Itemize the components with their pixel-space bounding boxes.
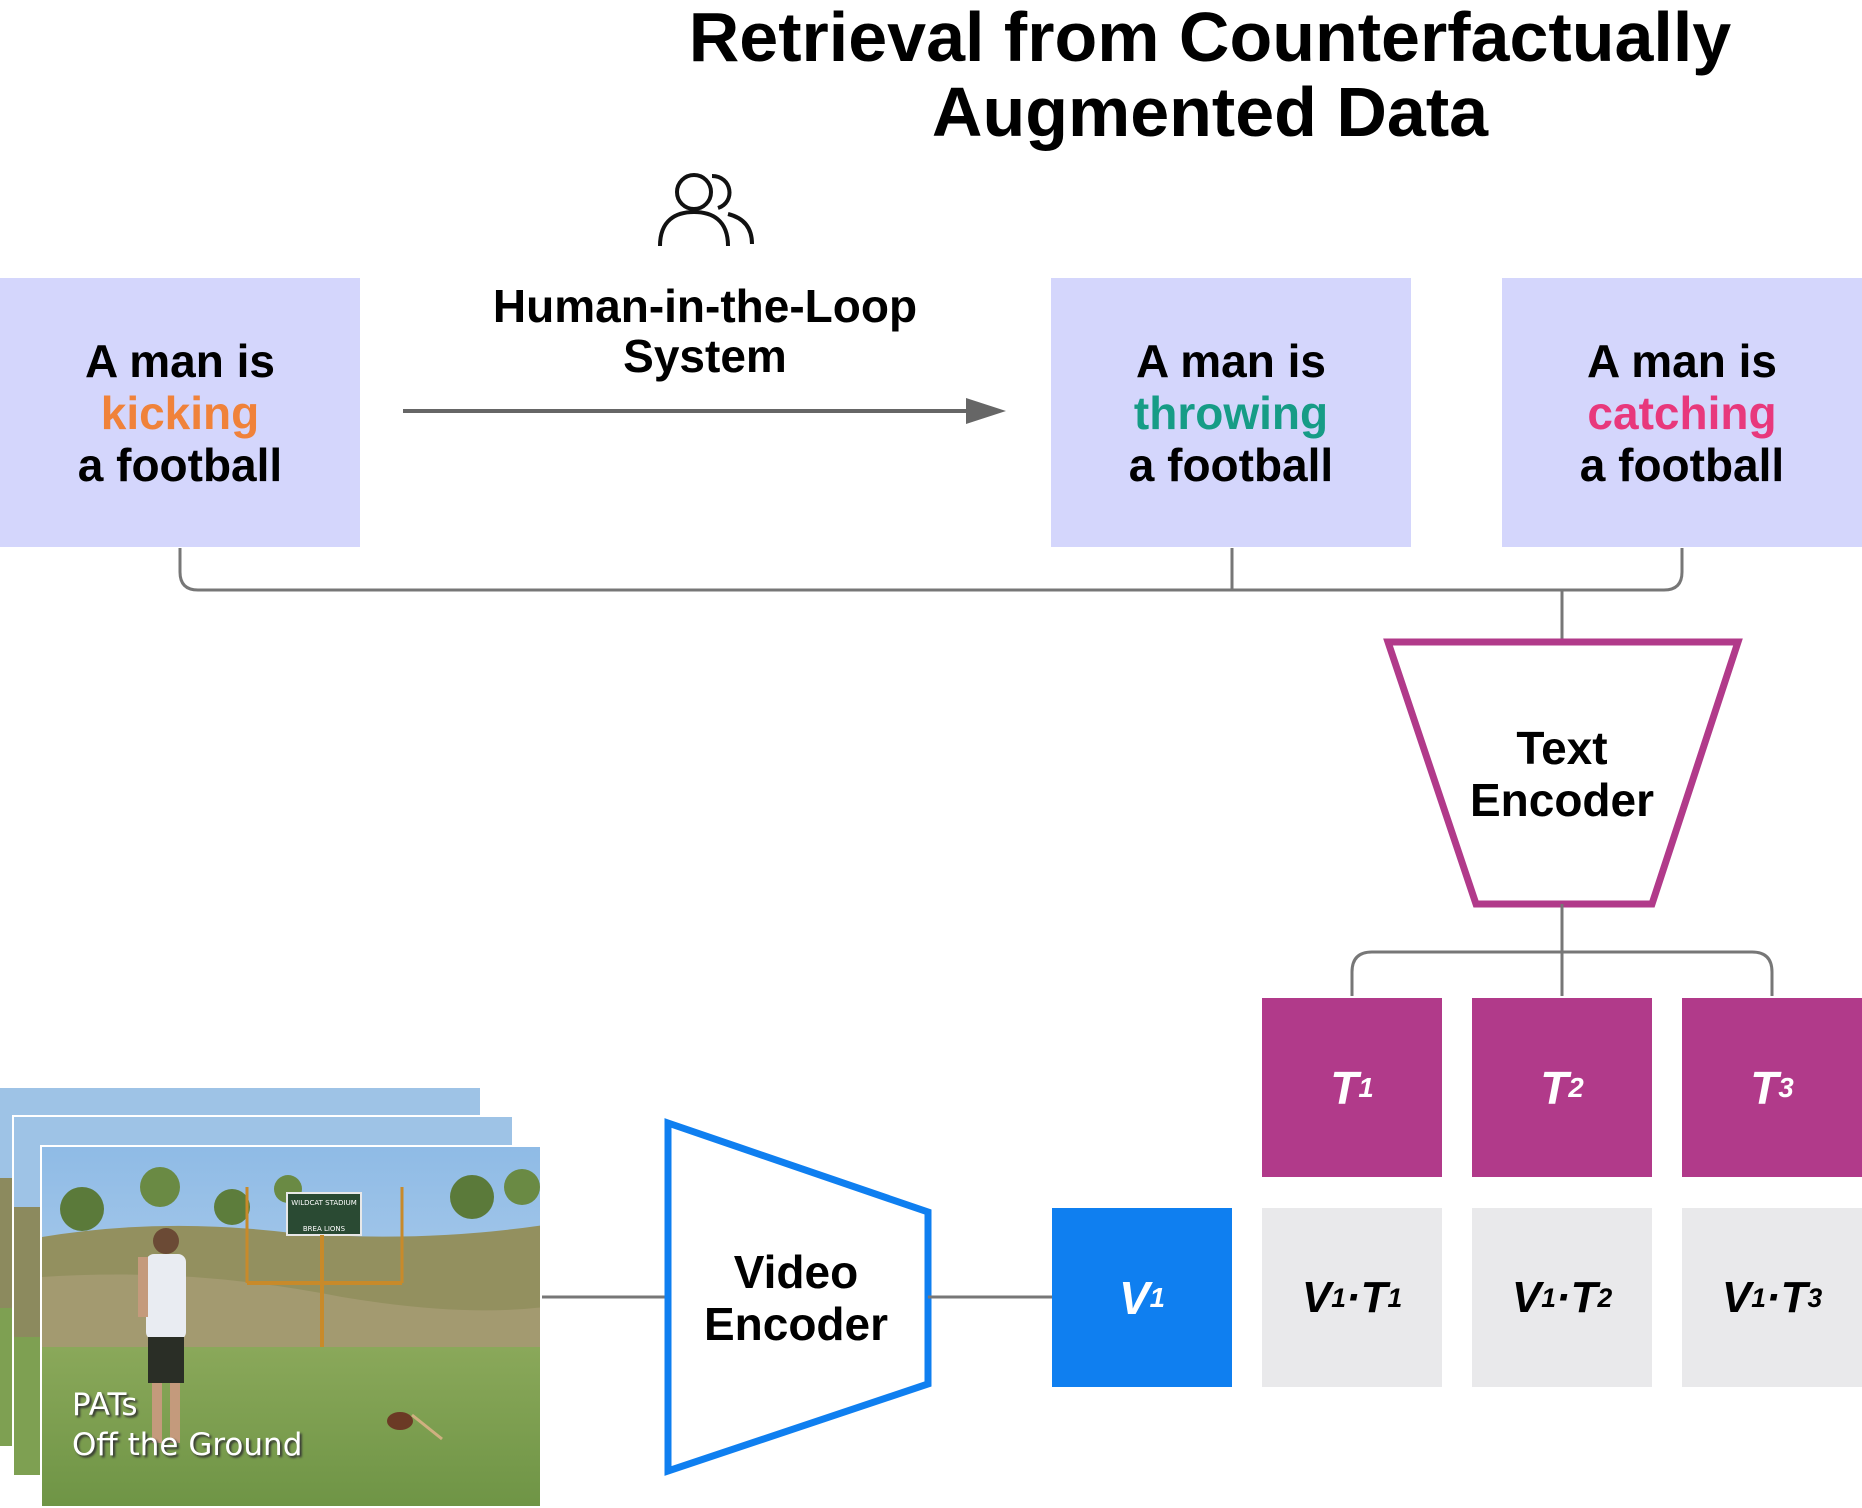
video-frame-front-image: WILDCAT STADIUM BREA LIONS — [42, 1147, 540, 1506]
football — [387, 1412, 413, 1430]
video-overlay-line-2: Off the Ground — [72, 1427, 303, 1463]
hitl-arrow-head — [966, 398, 1006, 424]
score-t: T — [1780, 1272, 1808, 1322]
caption-prefix: A man is — [1586, 334, 1778, 387]
text-encoder-line-1: Text — [1516, 722, 1608, 774]
caption-prefix: A man is — [1135, 334, 1327, 387]
score-v: V — [1511, 1272, 1542, 1322]
score-v: V — [1721, 1272, 1752, 1322]
hitl-label-line-1: Human-in-the-Loop — [492, 280, 918, 332]
score-dot: · — [1345, 1272, 1361, 1322]
scoreboard-line-1: WILDCAT STADIUM — [291, 1199, 357, 1207]
hitl-label-line-2: System — [623, 330, 787, 382]
caption-box-catching: A man is catching a football — [1502, 278, 1862, 547]
caption-suffix: a football — [77, 438, 283, 491]
score-t: T — [1360, 1272, 1388, 1322]
caption-box-throwing: A man is throwing a football — [1051, 278, 1411, 547]
caption-verb: kicking — [100, 386, 260, 439]
text-encoder-shape — [1383, 638, 1743, 908]
t2-base: T — [1540, 1061, 1569, 1114]
t1-base: T — [1330, 1061, 1359, 1114]
score-t: T — [1570, 1272, 1598, 1322]
title-line-2: Augmented Data — [931, 73, 1489, 151]
hitl-label: Human-in-the-Loop System — [430, 281, 980, 381]
video-frame-front: WILDCAT STADIUM BREA LIONS PATs Off the … — [40, 1145, 542, 1508]
caption-suffix: a football — [1579, 438, 1785, 491]
users-icon — [658, 173, 754, 247]
video-overlay-text: PATs Off the Ground — [72, 1385, 302, 1465]
text-encoder-line-2: Encoder — [1469, 774, 1655, 826]
score-dot: · — [1555, 1272, 1571, 1322]
scoreboard — [286, 1192, 362, 1236]
caption-verb: catching — [1587, 386, 1777, 439]
scoreboard-line-2: BREA LIONS — [303, 1225, 346, 1233]
caption-prefix: A man is — [84, 334, 276, 387]
t-branch — [1350, 950, 1774, 996]
video-encoder-label: Video Encoder — [668, 1246, 924, 1350]
score-dot: · — [1765, 1272, 1781, 1322]
caption-box-kicking: A man is kicking a football — [0, 278, 360, 547]
video-encoder-shape — [664, 1118, 932, 1476]
diagram-title: Retrieval from Counterfactually Augmente… — [560, 0, 1860, 150]
video-encoder-line-2: Encoder — [703, 1298, 889, 1350]
v1-base: V — [1118, 1271, 1150, 1324]
text-encoder-label: Text Encoder — [1412, 722, 1712, 826]
player-figure — [138, 1228, 186, 1443]
video-overlay-line-1: PATs — [72, 1387, 138, 1423]
caption-verb: throwing — [1133, 386, 1329, 439]
t3-base: T — [1750, 1061, 1779, 1114]
title-line-1: Retrieval from Counterfactually — [688, 0, 1732, 76]
score-v: V — [1301, 1272, 1332, 1322]
caption-suffix: a football — [1128, 438, 1334, 491]
video-encoder-line-1: Video — [733, 1246, 859, 1298]
caption-bracket — [178, 548, 1684, 592]
